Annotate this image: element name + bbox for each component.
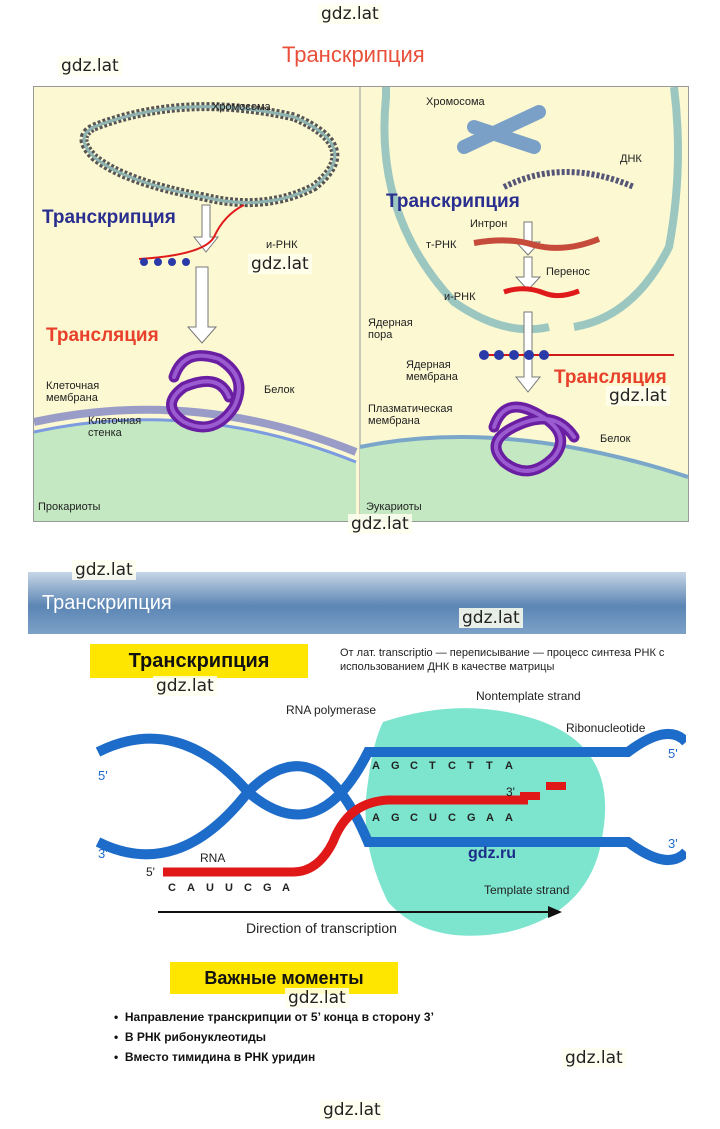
label-rna-polymerase: RNA polymerase bbox=[286, 703, 377, 717]
label-intron: Интрон bbox=[470, 218, 508, 230]
base: T bbox=[429, 760, 436, 772]
label-mrna-left: и-РНК bbox=[266, 239, 298, 251]
label-trna: т-РНК bbox=[426, 239, 457, 251]
label-eukaryotes: Эукариоты bbox=[366, 501, 422, 513]
watermark: gdz.lat bbox=[58, 56, 122, 76]
slide-header: Транскрипция bbox=[28, 572, 686, 634]
base: C bbox=[168, 882, 176, 894]
slide-header-title: Транскрипция bbox=[42, 592, 172, 614]
label-prokaryotes: Прокариоты bbox=[38, 501, 101, 513]
watermark: gdz.lat bbox=[459, 608, 523, 628]
top-title: Транскрипция bbox=[282, 42, 425, 67]
label-rna: RNA bbox=[200, 851, 226, 865]
important-title: Важные моменты bbox=[170, 962, 398, 994]
label-prime3-right: 3' bbox=[668, 836, 678, 851]
base: G bbox=[391, 812, 400, 824]
label-direction: Direction of transcription bbox=[246, 920, 397, 936]
watermark: gdz.lat bbox=[348, 514, 412, 534]
base: C bbox=[448, 760, 456, 772]
label-protein-left: Белок bbox=[264, 384, 295, 396]
label-mrna-right: и-РНК bbox=[444, 291, 476, 303]
bullet-3-text: Вместо тимидина в РНК уридин bbox=[124, 1050, 316, 1064]
label-prime5-right: 5' bbox=[668, 746, 678, 761]
base: A bbox=[282, 882, 290, 894]
label-plasma-membrane: Плазматическая мембрана bbox=[368, 403, 453, 427]
slide-definition: От лат. transcriptio — переписывание — п… bbox=[340, 647, 665, 673]
label-transcription-left: Транскрипция bbox=[42, 207, 176, 228]
base: G bbox=[263, 882, 272, 894]
label-transcription-right: Транскрипция bbox=[386, 191, 520, 212]
watermark: gdz.lat bbox=[72, 560, 136, 580]
base: U bbox=[429, 812, 437, 824]
label-protein-right: Белок bbox=[600, 433, 631, 445]
watermark: gdz.lat bbox=[320, 1100, 384, 1120]
base: C bbox=[448, 812, 456, 824]
base: C bbox=[410, 760, 418, 772]
transcription-slide: Транскрипция Транскрипция От лат. transc… bbox=[28, 572, 686, 1069]
slide-box-title: Транскрипция bbox=[90, 644, 308, 678]
transcription-figure-art bbox=[34, 87, 688, 521]
label-nontemplate-strand: Nontemplate strand bbox=[476, 689, 581, 703]
label-prime5-rna: 5' bbox=[146, 865, 155, 879]
label-template-strand: Template strand bbox=[484, 883, 570, 897]
bullet-3: • Вместо тимидина в РНК уридин bbox=[114, 1050, 316, 1064]
watermark: gdz.lat bbox=[562, 1048, 626, 1068]
bullet-1: • Направление транскрипции от 5’ конца в… bbox=[114, 1010, 434, 1024]
bullet-2: • В РНК рибонуклеотиды bbox=[114, 1030, 267, 1044]
watermark: gdz.lat bbox=[248, 254, 312, 274]
base: A bbox=[486, 812, 494, 824]
label-translation-right: Трансляция bbox=[554, 367, 667, 388]
bullet-1-text: Направление транскрипции от 5’ конца в с… bbox=[124, 1010, 434, 1024]
base: G bbox=[467, 812, 476, 824]
label-nuclear-pore: Ядерная пора bbox=[368, 317, 413, 341]
base: A bbox=[187, 882, 195, 894]
label-cell-membrane: Клеточная мембрана bbox=[46, 380, 100, 404]
watermark: gdz.lat bbox=[606, 386, 670, 406]
label-chromosome-left: Хромосома bbox=[212, 101, 271, 113]
base: U bbox=[206, 882, 214, 894]
label-nuclear-membrane: Ядерная мембрана bbox=[406, 359, 458, 383]
base: U bbox=[225, 882, 233, 894]
base: A bbox=[372, 812, 380, 824]
label-prime3-rna: 3' bbox=[506, 785, 515, 799]
label-dna: ДНК bbox=[620, 153, 642, 165]
base: C bbox=[244, 882, 252, 894]
base: T bbox=[486, 760, 493, 772]
label-prime3-left: 3' bbox=[98, 846, 108, 861]
transcription-bubble-art bbox=[95, 708, 686, 936]
base: A bbox=[505, 812, 513, 824]
bullet-2-text: В РНК рибонуклеотиды bbox=[124, 1030, 267, 1044]
label-chromosome-right: Хромосома bbox=[426, 96, 485, 108]
watermark: gdz.lat bbox=[153, 676, 217, 696]
base: G bbox=[391, 760, 400, 772]
label-gdz-ru: gdz.ru bbox=[468, 845, 516, 862]
label-translation-left: Трансляция bbox=[46, 325, 159, 346]
label-prime5-left: 5' bbox=[98, 768, 108, 783]
label-transfer: Перенос bbox=[546, 266, 590, 278]
base: T bbox=[467, 760, 474, 772]
watermark: gdz.lat bbox=[285, 988, 349, 1008]
base: C bbox=[410, 812, 418, 824]
base: A bbox=[372, 760, 380, 772]
base: A bbox=[505, 760, 513, 772]
transcription-figure: Хромосома Транскрипция и-РНК Трансляция … bbox=[33, 86, 689, 522]
label-cell-wall: Клеточная стенка bbox=[88, 415, 142, 439]
label-ribonucleotide: Ribonucleotide bbox=[566, 721, 646, 735]
watermark: gdz.lat bbox=[318, 4, 382, 24]
